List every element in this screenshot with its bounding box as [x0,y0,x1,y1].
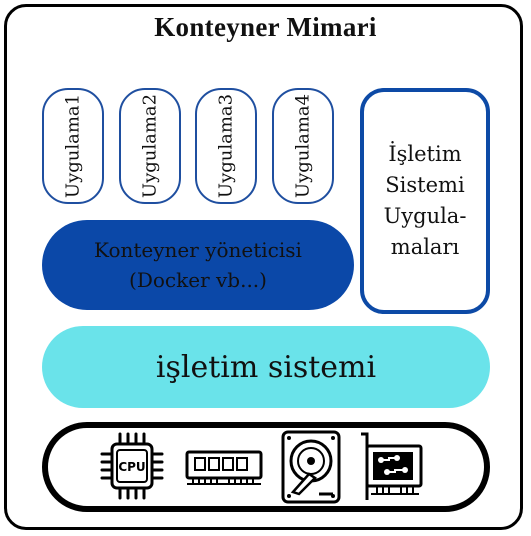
operating-system-box: işletim sistemi [42,326,490,408]
container-manager-line-1: Konteyner yöneticisi [94,238,302,262]
os-apps-line-2: Sistemi [385,173,465,197]
app-label-3: Uygulama3 [215,93,237,199]
app-label-4: Uygulama4 [292,93,314,199]
cpu-icon: CPU [100,432,164,500]
app-box-2: Uygulama2 [119,88,181,204]
os-applications-box: İşletim Sistemi Uygula- maları [360,88,490,314]
app-box-4: Uygulama4 [272,88,334,204]
os-apps-line-3: Uygula- [383,204,467,228]
os-apps-line-1: İşletim [388,142,462,166]
hard-disk-icon [281,430,341,504]
app-label-1: Uygulama1 [62,93,84,199]
network-card-icon [361,432,423,500]
app-box-3: Uygulama3 [195,88,257,204]
container-manager-line-2: (Docker vb...) [129,268,267,292]
app-label-2: Uygulama2 [139,93,161,199]
cpu-label: CPU [118,460,145,474]
ram-icon [185,450,263,485]
app-box-1: Uygulama1 [42,88,104,204]
operating-system-label: işletim sistemi [155,349,377,385]
diagram-title: Konteyner Mimari [154,12,377,42]
os-apps-line-4: maları [390,235,460,259]
container-manager-box: Konteyner yöneticisi (Docker vb...) [42,220,354,310]
